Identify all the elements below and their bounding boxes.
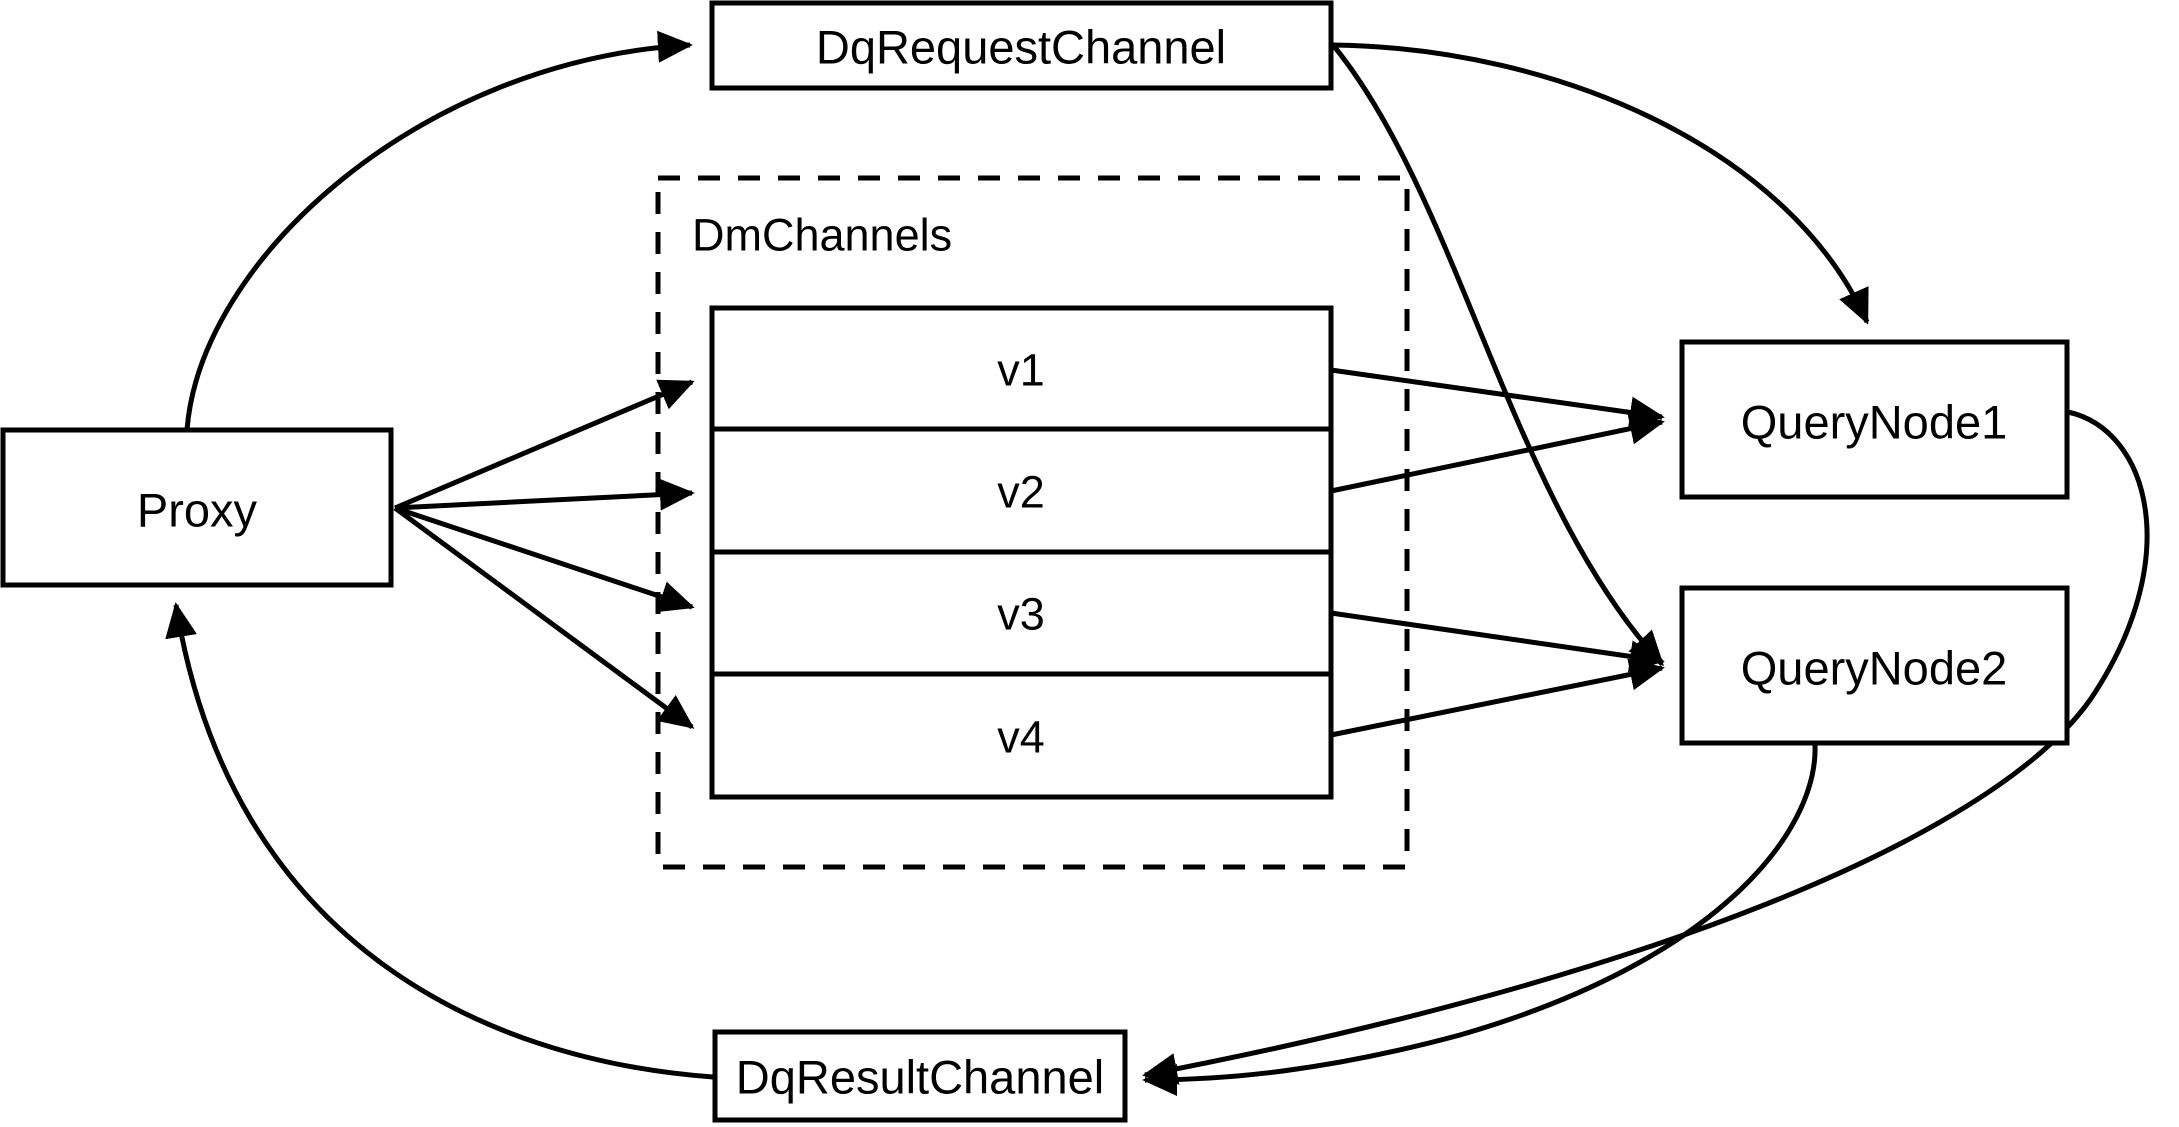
edge-v2-to-query-node-1	[1330, 412, 1665, 494]
node-query-node-2-label: QueryNode2	[1741, 642, 2008, 695]
edge-proxy-to-v4	[393, 505, 695, 730]
dm-channel-row-v4[interactable]: v4	[997, 712, 1045, 763]
node-query-node-2-box[interactable]	[1679, 585, 2070, 746]
node-query-node-1-label: QueryNode1	[1741, 396, 2008, 449]
edge-proxy-to-v3	[394, 505, 695, 613]
node-proxy-box[interactable]	[0, 427, 394, 588]
edge-dq-request-channel-to-query-node-1	[1332, 42, 1870, 325]
edge-v3-to-query-node-2	[1330, 610, 1665, 673]
dm-channel-row-v3[interactable]: v3	[997, 589, 1045, 640]
edge-proxy-to-v2	[394, 478, 695, 511]
node-proxy-label: Proxy	[137, 484, 258, 537]
node-query-node-1-box[interactable]	[1679, 339, 2070, 500]
edge-proxy-to-dq-request-channel	[184, 30, 693, 431]
node-dq-request-channel-label: DqRequestChannel	[816, 21, 1226, 74]
node-dq-request-channel-box[interactable]	[709, 0, 1334, 91]
node-dq-result-channel-label: DqResultChannel	[736, 1051, 1104, 1104]
edge-proxy-to-v1	[394, 379, 695, 511]
edge-v4-to-query-node-2	[1330, 658, 1665, 738]
edge-dq-request-channel-to-query-node-2	[1331, 43, 1664, 667]
dm-channel-row-v1[interactable]: v1	[997, 345, 1045, 396]
dm-channels-group	[655, 175, 1410, 870]
dm-channels-group-label: DmChannels	[692, 210, 952, 261]
dm-channel-row-v2[interactable]: v2	[997, 467, 1045, 518]
edge-v1-to-query-node-1	[1330, 367, 1665, 429]
edge-dq-result-channel-to-proxy	[165, 602, 714, 1080]
edge-query-node-1-to-dq-result-channel	[1142, 409, 2150, 1085]
edge-query-node-2-to-dq-result-channel	[1142, 744, 1818, 1097]
node-dq-result-channel-box[interactable]	[712, 1029, 1128, 1123]
